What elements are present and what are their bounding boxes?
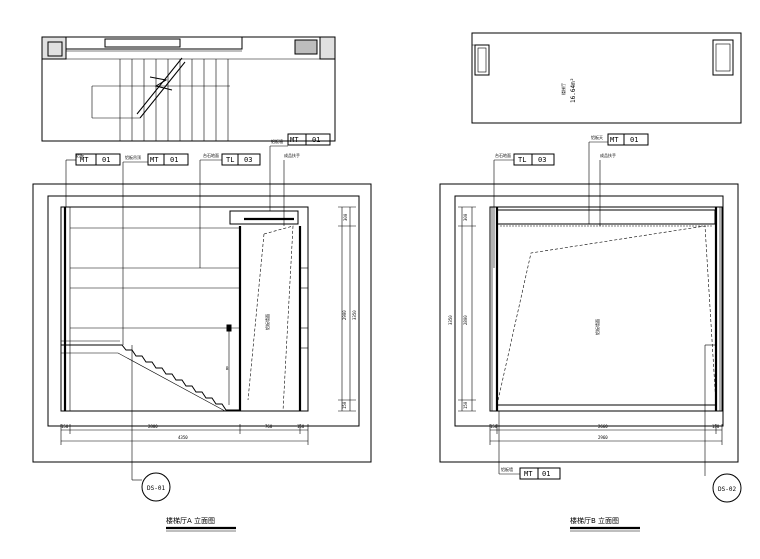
svg-text:成品扶手: 成品扶手 — [600, 152, 616, 158]
svg-text:MT: MT — [610, 136, 619, 144]
left-section-marker: DS-01 — [141, 472, 171, 502]
svg-text:铝板: 铝板 — [76, 152, 84, 158]
svg-text:铝板吊顶: 铝板吊顶 — [125, 154, 141, 160]
svg-text:2800: 2800 — [148, 424, 158, 429]
right-section-marker: DS-02 — [712, 473, 742, 503]
plan-room-name: 楼梯厅 — [560, 83, 566, 95]
right-elevation: 铝板墙面 300 2800 150 3350 150 2660 150 2960… — [439, 133, 742, 532]
plan-room-area: 16.64m² — [570, 78, 577, 103]
svg-text:300: 300 — [343, 213, 348, 221]
left-callout-tag-3: MT 01 — [287, 133, 331, 146]
left-caption: 楼梯厅A 立面图 — [166, 516, 215, 525]
svg-text:3350: 3350 — [352, 310, 357, 320]
left-wall-label: 铝板墙面 — [264, 314, 270, 330]
left-callout-tag-2: TL 03 — [221, 153, 261, 166]
svg-text:2800: 2800 — [463, 315, 468, 325]
svg-text:01: 01 — [312, 136, 320, 144]
svg-text:150: 150 — [297, 424, 305, 429]
svg-text:DS-02: DS-02 — [718, 486, 736, 493]
right-plan-view: 楼梯厅 16.64m² — [471, 32, 742, 124]
svg-text:150: 150 — [712, 424, 720, 429]
svg-text:铝板墙: 铝板墙 — [271, 138, 283, 144]
svg-text:成品扶手: 成品扶手 — [284, 152, 300, 158]
svg-text:03: 03 — [244, 156, 252, 164]
right-caption: 楼梯厅B 立面图 — [570, 516, 619, 525]
svg-text:DS-01: DS-01 — [147, 485, 165, 492]
svg-text:01: 01 — [542, 470, 550, 478]
svg-text:150: 150 — [342, 401, 347, 409]
svg-text:MT: MT — [150, 156, 159, 164]
svg-text:铝板天: 铝板天 — [591, 134, 603, 140]
left-elevation: B 铝板墙面 300 2900 150 3350 150 2800 760 15… — [32, 133, 372, 532]
left-callout-tag-0: MT 01 — [75, 153, 121, 166]
svg-text:01: 01 — [102, 156, 110, 164]
svg-text:台石地面: 台石地面 — [495, 152, 511, 158]
svg-text:台石地面: 台石地面 — [203, 152, 219, 158]
right-callout-tag-2: MT 01 — [519, 467, 561, 480]
svg-text:2960: 2960 — [598, 435, 608, 440]
right-wall-label: 铝板墙面 — [594, 319, 600, 335]
svg-text:MT: MT — [80, 156, 89, 164]
left-plan-view — [41, 36, 336, 142]
right-callout-tag-0: TL 03 — [513, 153, 555, 166]
svg-text:150: 150 — [463, 401, 468, 409]
svg-text:MT: MT — [290, 136, 299, 144]
svg-text:150: 150 — [61, 424, 69, 429]
svg-text:2660: 2660 — [598, 424, 608, 429]
svg-text:MT: MT — [524, 470, 533, 478]
svg-text:铝板墙: 铝板墙 — [501, 466, 513, 472]
svg-text:760: 760 — [265, 424, 273, 429]
svg-text:B: B — [226, 366, 229, 371]
svg-text:01: 01 — [170, 156, 178, 164]
svg-text:150: 150 — [490, 424, 498, 429]
svg-text:03: 03 — [538, 156, 546, 164]
left-callout-tag-1: MT 01 — [147, 153, 189, 166]
right-callout-tag-1: MT 01 — [607, 133, 649, 146]
svg-text:2900: 2900 — [342, 310, 347, 320]
svg-text:300: 300 — [463, 213, 468, 221]
svg-text:3350: 3350 — [448, 315, 453, 325]
svg-text:TL: TL — [518, 156, 526, 164]
svg-text:TL: TL — [226, 156, 234, 164]
svg-text:4350: 4350 — [178, 435, 188, 440]
svg-text:01: 01 — [630, 136, 638, 144]
